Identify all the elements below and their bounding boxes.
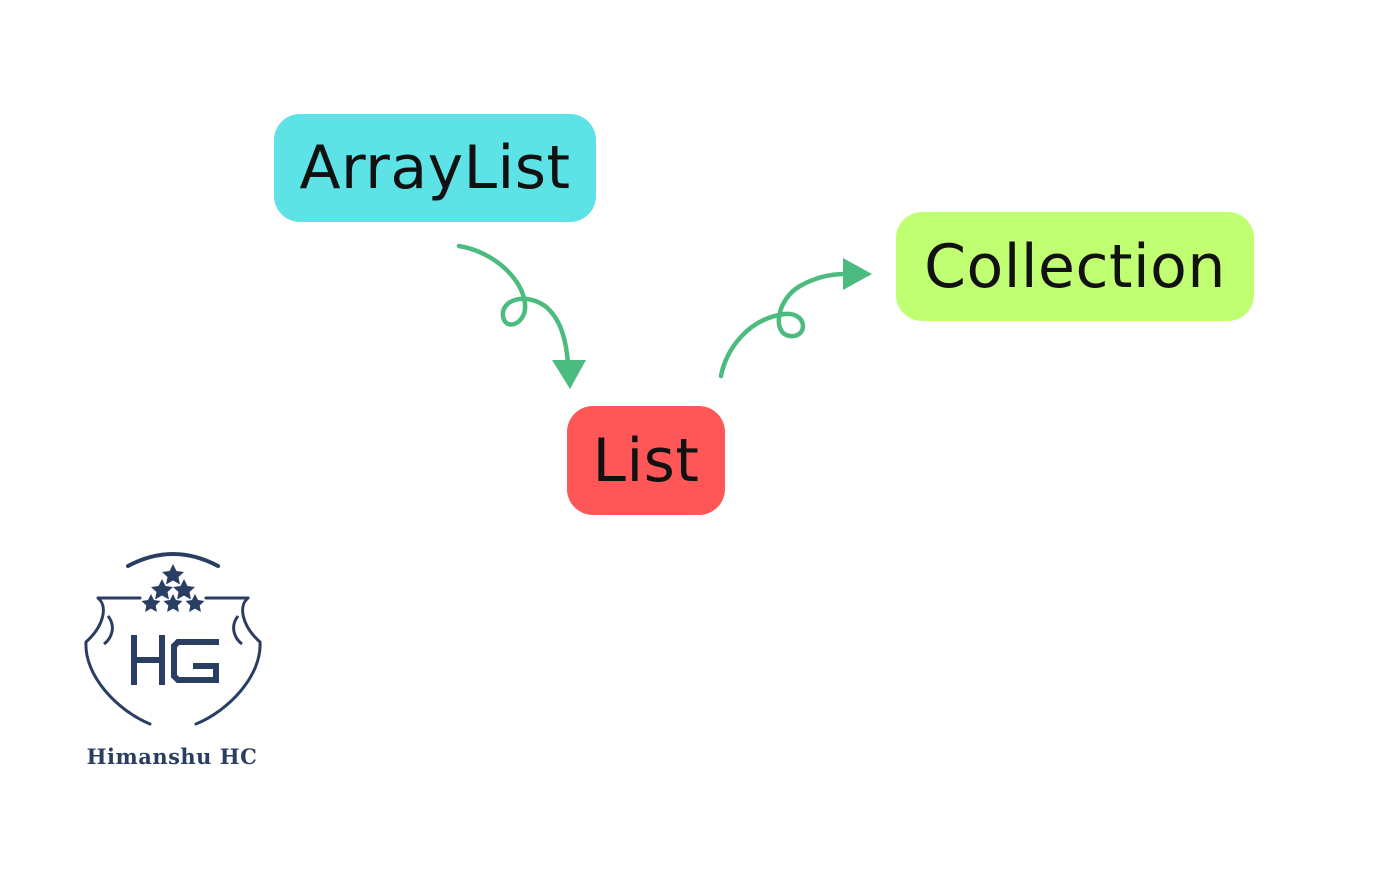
arrow-arraylist-to-list bbox=[456, 243, 571, 367]
logo-caption: Himanshu HC bbox=[86, 744, 258, 769]
arrowhead-arraylist-to-list bbox=[552, 360, 586, 389]
node-collection: Collection bbox=[896, 212, 1254, 321]
node-arraylist: ArrayList bbox=[274, 114, 596, 222]
arrow-list-to-collection bbox=[718, 271, 848, 379]
hc-shield-logo-icon bbox=[84, 552, 262, 726]
arrowhead-list-to-collection bbox=[843, 258, 872, 290]
node-list: List bbox=[567, 406, 725, 515]
